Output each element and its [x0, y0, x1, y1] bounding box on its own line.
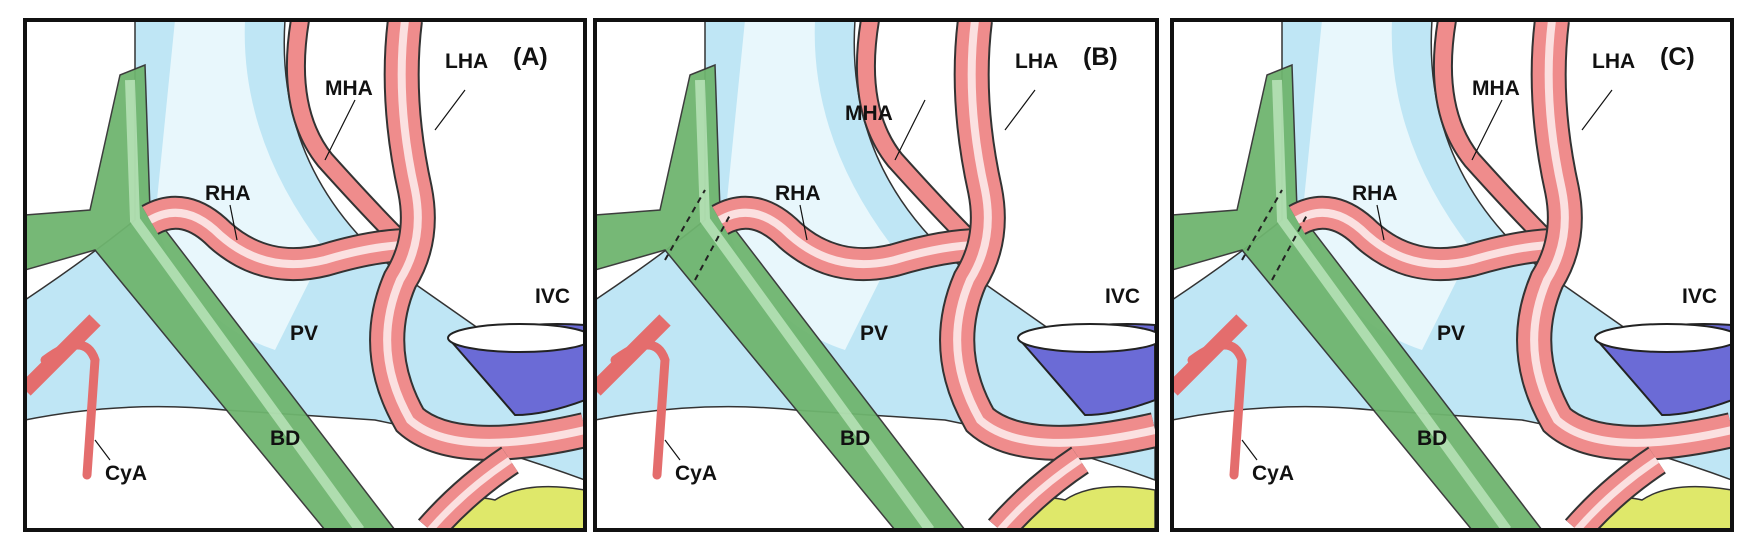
dashed-transection-line: [1241, 189, 1308, 281]
dashed-transection-line: [664, 189, 731, 281]
label-ivc: IVC: [1105, 285, 1140, 308]
label-bd: BD: [840, 427, 870, 450]
panel-a-id: (A): [513, 43, 548, 71]
label-lha: LHA: [445, 50, 488, 73]
panel-b-id: (B): [1083, 43, 1118, 71]
panel-c-id: (C): [1660, 43, 1695, 71]
label-rha: RHA: [775, 182, 821, 205]
label-bd: BD: [270, 427, 300, 450]
panel-a: (A) MHA LHA RHA IVC PV BD CyA: [23, 18, 592, 532]
panel-b-frame: [593, 18, 1159, 532]
label-cya: CyA: [105, 462, 147, 485]
label-mha: MHA: [845, 102, 893, 125]
panel-c-illustration: [1172, 20, 1739, 530]
label-lha: LHA: [1592, 50, 1635, 73]
label-cya: CyA: [1252, 462, 1294, 485]
panel-a-illustration: [25, 20, 592, 530]
panel-c-frame: [1170, 18, 1734, 532]
label-lha: LHA: [1015, 50, 1058, 73]
label-ivc: IVC: [535, 285, 570, 308]
label-mha: MHA: [1472, 77, 1520, 100]
panel-c: (C) MHA LHA RHA IVC PV BD CyA: [1170, 18, 1739, 532]
panel-b-illustration: [595, 20, 1162, 530]
label-ivc: IVC: [1682, 285, 1717, 308]
label-bd: BD: [1417, 427, 1447, 450]
label-pv: PV: [860, 322, 888, 345]
label-rha: RHA: [205, 182, 251, 205]
label-pv: PV: [290, 322, 318, 345]
label-cya: CyA: [675, 462, 717, 485]
label-rha: RHA: [1352, 182, 1398, 205]
label-mha: MHA: [325, 77, 373, 100]
panel-b: (B) MHA LHA RHA IVC PV BD CyA: [593, 18, 1162, 532]
label-pv: PV: [1437, 322, 1465, 345]
panel-a-frame: [23, 18, 587, 532]
